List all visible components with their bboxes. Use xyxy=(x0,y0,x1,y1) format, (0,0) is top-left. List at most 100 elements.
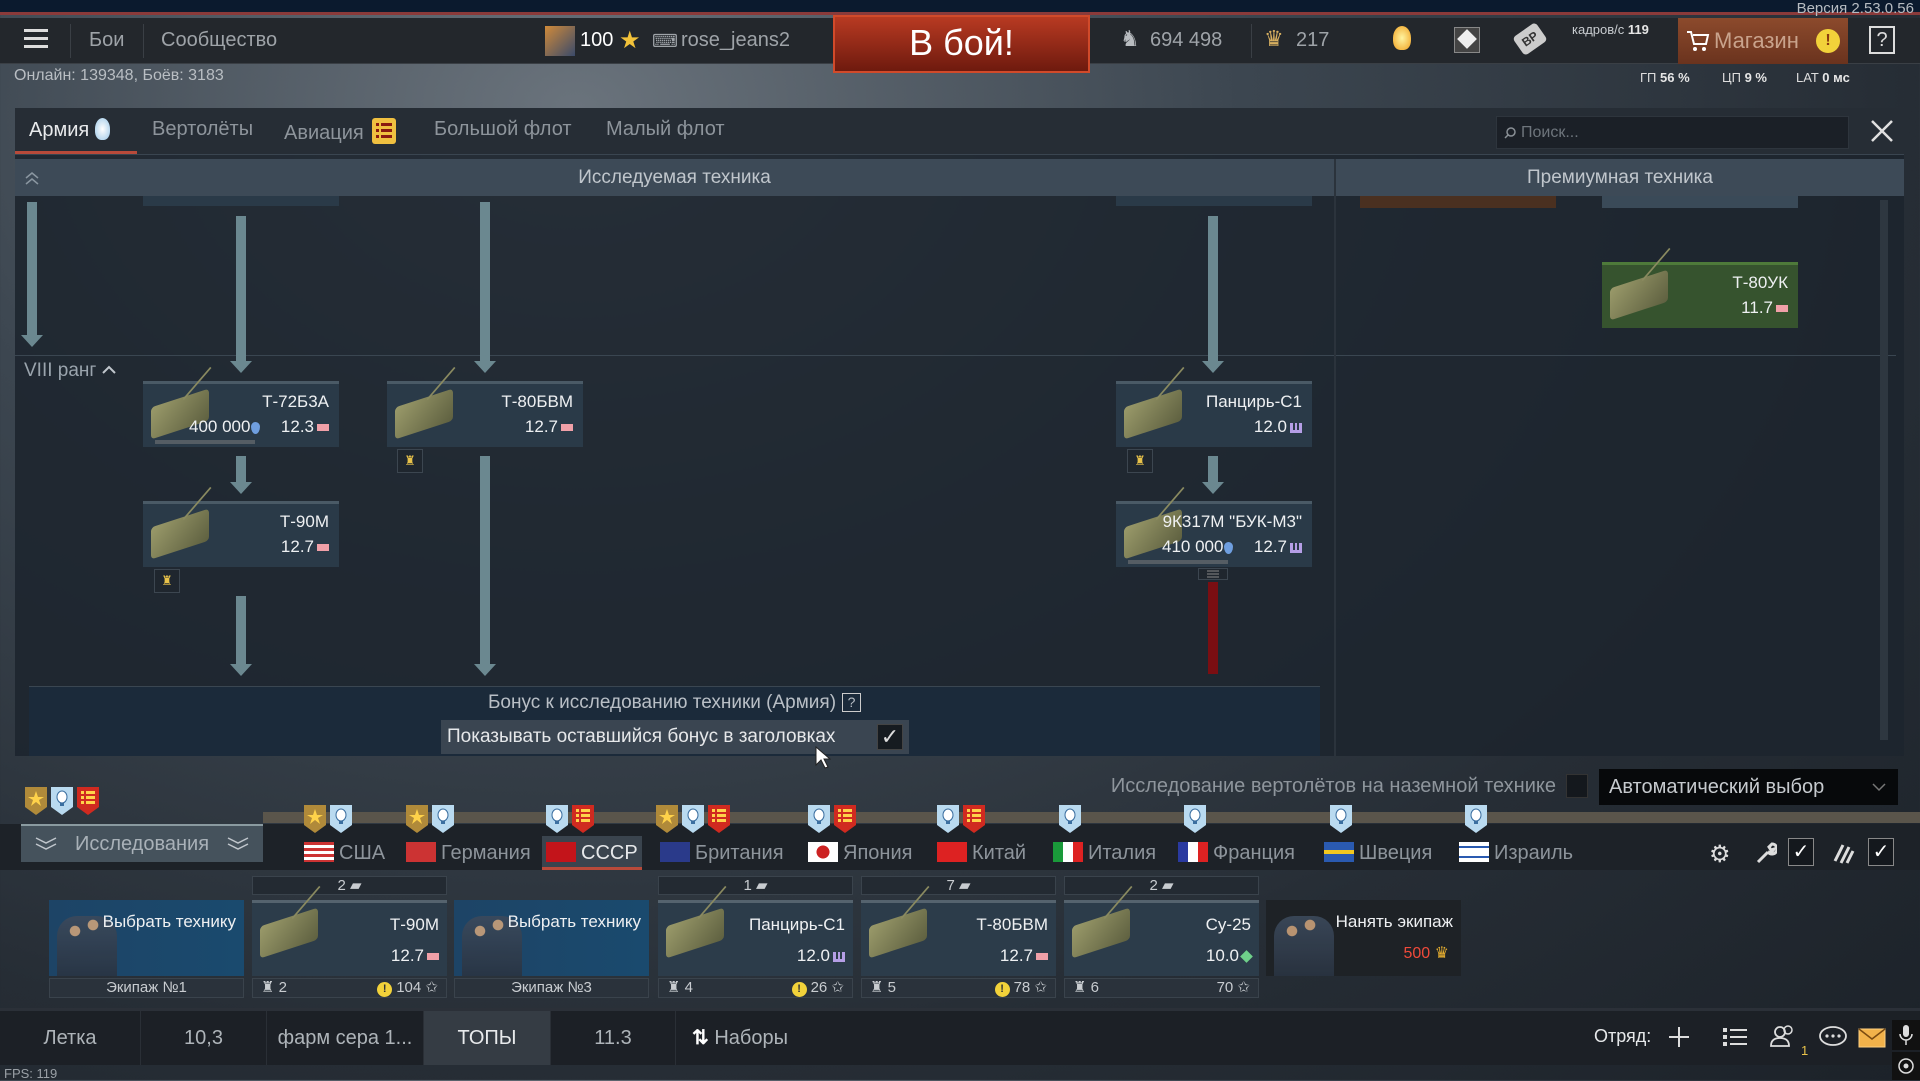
tab-army[interactable]: Армия xyxy=(29,118,111,142)
wrench-icon[interactable] xyxy=(1755,841,1777,865)
presets-label: Наборы xyxy=(714,1027,788,1049)
country-strip xyxy=(263,812,1920,823)
research-button[interactable]: Исследования xyxy=(21,824,263,862)
menu-icon[interactable] xyxy=(24,29,48,48)
skill-value: 70 xyxy=(1216,979,1234,996)
crew-slot[interactable]: Выбрать технику xyxy=(49,900,244,976)
tree-connector-arrow xyxy=(1202,216,1224,373)
country-tab-us[interactable]: США xyxy=(300,836,389,870)
help-icon[interactable]: ? xyxy=(842,693,862,712)
preset-tab[interactable]: 11.3 xyxy=(551,1011,676,1065)
player-name[interactable]: rose_jeans2 xyxy=(681,29,790,51)
vehicle-copies-icon: ▰ xyxy=(954,877,971,894)
player-avatar[interactable] xyxy=(545,26,575,56)
bulb-badge-icon xyxy=(330,805,352,833)
ammo-icon[interactable] xyxy=(1831,841,1855,865)
country-tab-su[interactable]: СССР xyxy=(542,836,642,870)
nav-battles[interactable]: Бои xyxy=(89,29,125,51)
country-tab-de[interactable]: Германия xyxy=(402,836,535,870)
vehicle-card-partial[interactable] xyxy=(143,196,339,206)
preset-tab[interactable]: Летка xyxy=(0,1011,141,1065)
mail-icon[interactable] xyxy=(1858,1028,1886,1048)
cost-value: 400 000 xyxy=(189,417,251,436)
crew-icon: ♜ xyxy=(261,979,279,996)
research-bonus-bulb-icon[interactable] xyxy=(1393,26,1411,50)
crew-portrait xyxy=(57,916,117,976)
vehicle-card-partial[interactable] xyxy=(1602,196,1798,208)
vehicle-card-partial[interactable] xyxy=(1116,196,1312,206)
country-tab-il[interactable]: Израиль xyxy=(1455,836,1577,870)
show-remaining-bonus-checkbox[interactable]: Показывать оставшийся бонус в заголовках… xyxy=(441,720,909,754)
search-input[interactable]: Поиск... xyxy=(1496,116,1849,149)
warning-icon: ! xyxy=(377,982,393,997)
add-squad-icon[interactable] xyxy=(1668,1026,1690,1048)
researched-column-header: Исследуемая техника xyxy=(15,159,1334,196)
wager-diamond-icon[interactable] xyxy=(1454,27,1480,53)
close-icon[interactable] xyxy=(1870,119,1894,143)
list-icon[interactable] xyxy=(1723,1026,1747,1048)
target-icon[interactable] xyxy=(1892,1052,1920,1080)
to-battle-button[interactable]: В бой! xyxy=(833,15,1090,73)
divider xyxy=(1251,24,1252,58)
cpu-label: ЦП xyxy=(1722,70,1741,85)
gear-icon[interactable]: ⚙ xyxy=(1709,841,1731,868)
count-value: 2 xyxy=(1149,877,1158,894)
rank-viii-toggle[interactable]: VIII ранг xyxy=(24,360,117,382)
country-tab-gb[interactable]: Британия xyxy=(656,836,788,870)
preset-tab[interactable]: 10,3 xyxy=(141,1011,267,1065)
nav-community[interactable]: Сообщество xyxy=(161,29,278,51)
tab-helicopters[interactable]: Вертолёты xyxy=(152,118,254,140)
vehicle-copies-icon: ▰ xyxy=(751,877,768,894)
tree-scrollbar[interactable] xyxy=(1880,200,1888,740)
tab-bluewater-fleet[interactable]: Большой флот xyxy=(434,118,572,140)
country-tab-se[interactable]: Швеция xyxy=(1320,836,1436,870)
preset-tab[interactable]: фарм сера 1... xyxy=(267,1011,424,1065)
list-badge-icon xyxy=(371,118,396,144)
crew-skill[interactable]: !104 ✩ xyxy=(377,979,438,997)
crew-skill[interactable]: 70 ✩ xyxy=(1217,979,1250,997)
presets-button[interactable]: ⇅ Наборы xyxy=(686,1011,816,1065)
help-button[interactable]: ? xyxy=(1869,26,1895,54)
fr-flag-icon xyxy=(1178,842,1208,862)
collapse-up-icon[interactable] xyxy=(24,170,40,186)
battle-rating: 12.7 xyxy=(1254,537,1302,557)
microphone-icon[interactable] xyxy=(1892,1020,1920,1050)
search-placeholder: Поиск... xyxy=(1521,124,1579,141)
vehicle-card-partial[interactable] xyxy=(1360,196,1556,208)
auto-repair-checkbox[interactable]: ✓ xyxy=(1788,838,1814,866)
tree-connector-arrow xyxy=(230,216,252,373)
country-tab-it[interactable]: Италия xyxy=(1049,836,1160,870)
battle-rating: 12.7 xyxy=(1000,946,1048,966)
friends-icon[interactable] xyxy=(1770,1024,1798,1048)
bulb-icon xyxy=(95,118,111,140)
skill-star-icon: ✩ xyxy=(1233,979,1250,996)
crew-slot[interactable]: Выбрать технику xyxy=(454,900,649,976)
tab-coastal-fleet[interactable]: Малый флот xyxy=(606,118,725,140)
preset-tab[interactable]: ТОПЫ xyxy=(424,1011,551,1065)
vehicle-select-dropdown[interactable]: Автоматический выбор xyxy=(1599,769,1898,805)
price-value: 500 xyxy=(1403,945,1431,962)
vehicle-name: Т-80УК xyxy=(1732,273,1788,292)
crew-skill[interactable]: !78 ✩ xyxy=(994,979,1047,997)
tab-aviation[interactable]: Авиация xyxy=(284,118,396,145)
crew-skill[interactable]: !26 ✩ xyxy=(791,979,844,997)
country-tab-jp[interactable]: Япония xyxy=(804,836,916,870)
group-expand-icon[interactable] xyxy=(1198,568,1228,580)
chat-icon[interactable] xyxy=(1818,1025,1848,1049)
auto-ammo-checkbox[interactable]: ✓ xyxy=(1868,838,1894,866)
country-tab-cn[interactable]: Китай xyxy=(933,836,1030,870)
shop-button[interactable]: Магазин ! xyxy=(1678,18,1848,64)
heli-research-checkbox[interactable] xyxy=(1566,774,1588,798)
country-tab-fr[interactable]: Франция xyxy=(1174,836,1299,870)
